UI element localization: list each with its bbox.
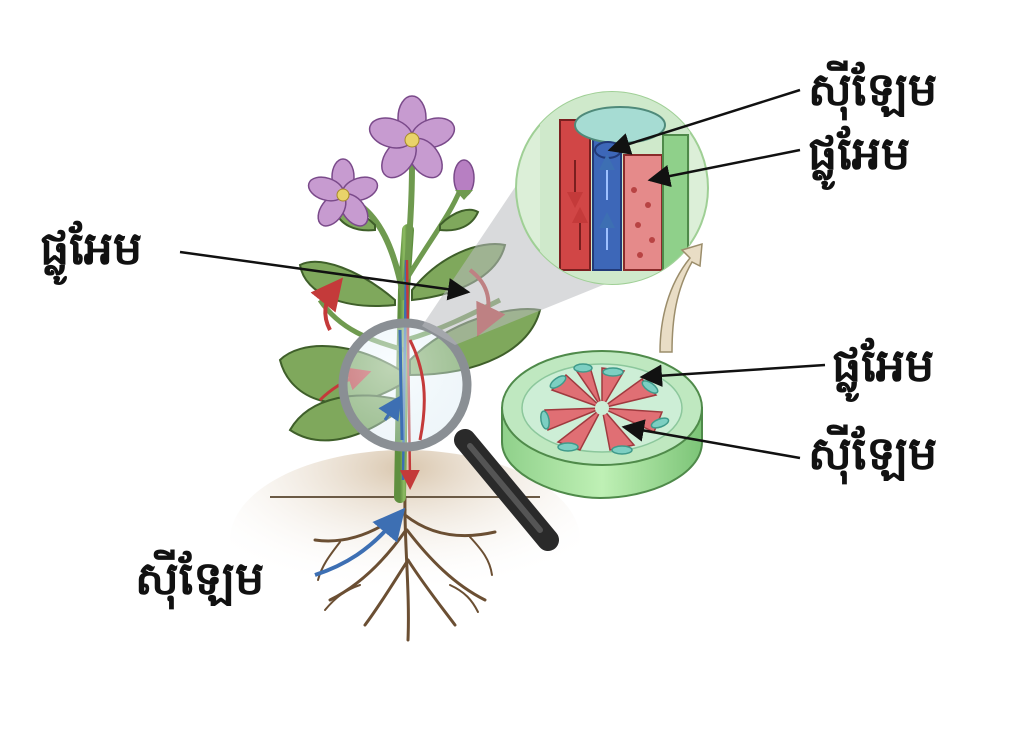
leader-detail-phloem <box>647 148 801 188</box>
label-xylem-root: ស៊ីឡែម <box>135 551 265 605</box>
flower-left <box>307 158 379 227</box>
leaf-phloem-arrow-left <box>310 277 343 331</box>
leaf-top-right <box>439 208 480 232</box>
leader-lines <box>179 88 826 460</box>
label-phloem-detail: ផ្លូអែម <box>808 126 911 180</box>
root-xylem-arrow <box>314 507 406 577</box>
magnifying-glass-icon <box>338 318 559 551</box>
label-phloem-plant: ផ្លូអែម <box>40 221 143 275</box>
roots <box>313 495 497 642</box>
leader-plant-phloem <box>179 250 471 301</box>
soil-and-roots <box>230 450 580 642</box>
flower-bud <box>453 159 475 200</box>
stem-cross-section <box>501 350 703 500</box>
leader-detail-xylem <box>607 88 801 155</box>
label-phloem-section: ផ្លូអែម <box>832 338 935 392</box>
inset-detail <box>515 91 709 285</box>
label-xylem-detail: ស៊ីឡែម <box>808 62 938 116</box>
leader-section-xylem <box>621 419 801 460</box>
leader-section-phloem <box>639 363 826 387</box>
zoom-wedge <box>422 150 640 345</box>
leaf-left-upper <box>298 260 396 307</box>
curved-arrow-icon <box>659 242 703 353</box>
flower-top <box>368 95 456 179</box>
label-xylem-section: ស៊ីឡែម <box>808 426 938 480</box>
